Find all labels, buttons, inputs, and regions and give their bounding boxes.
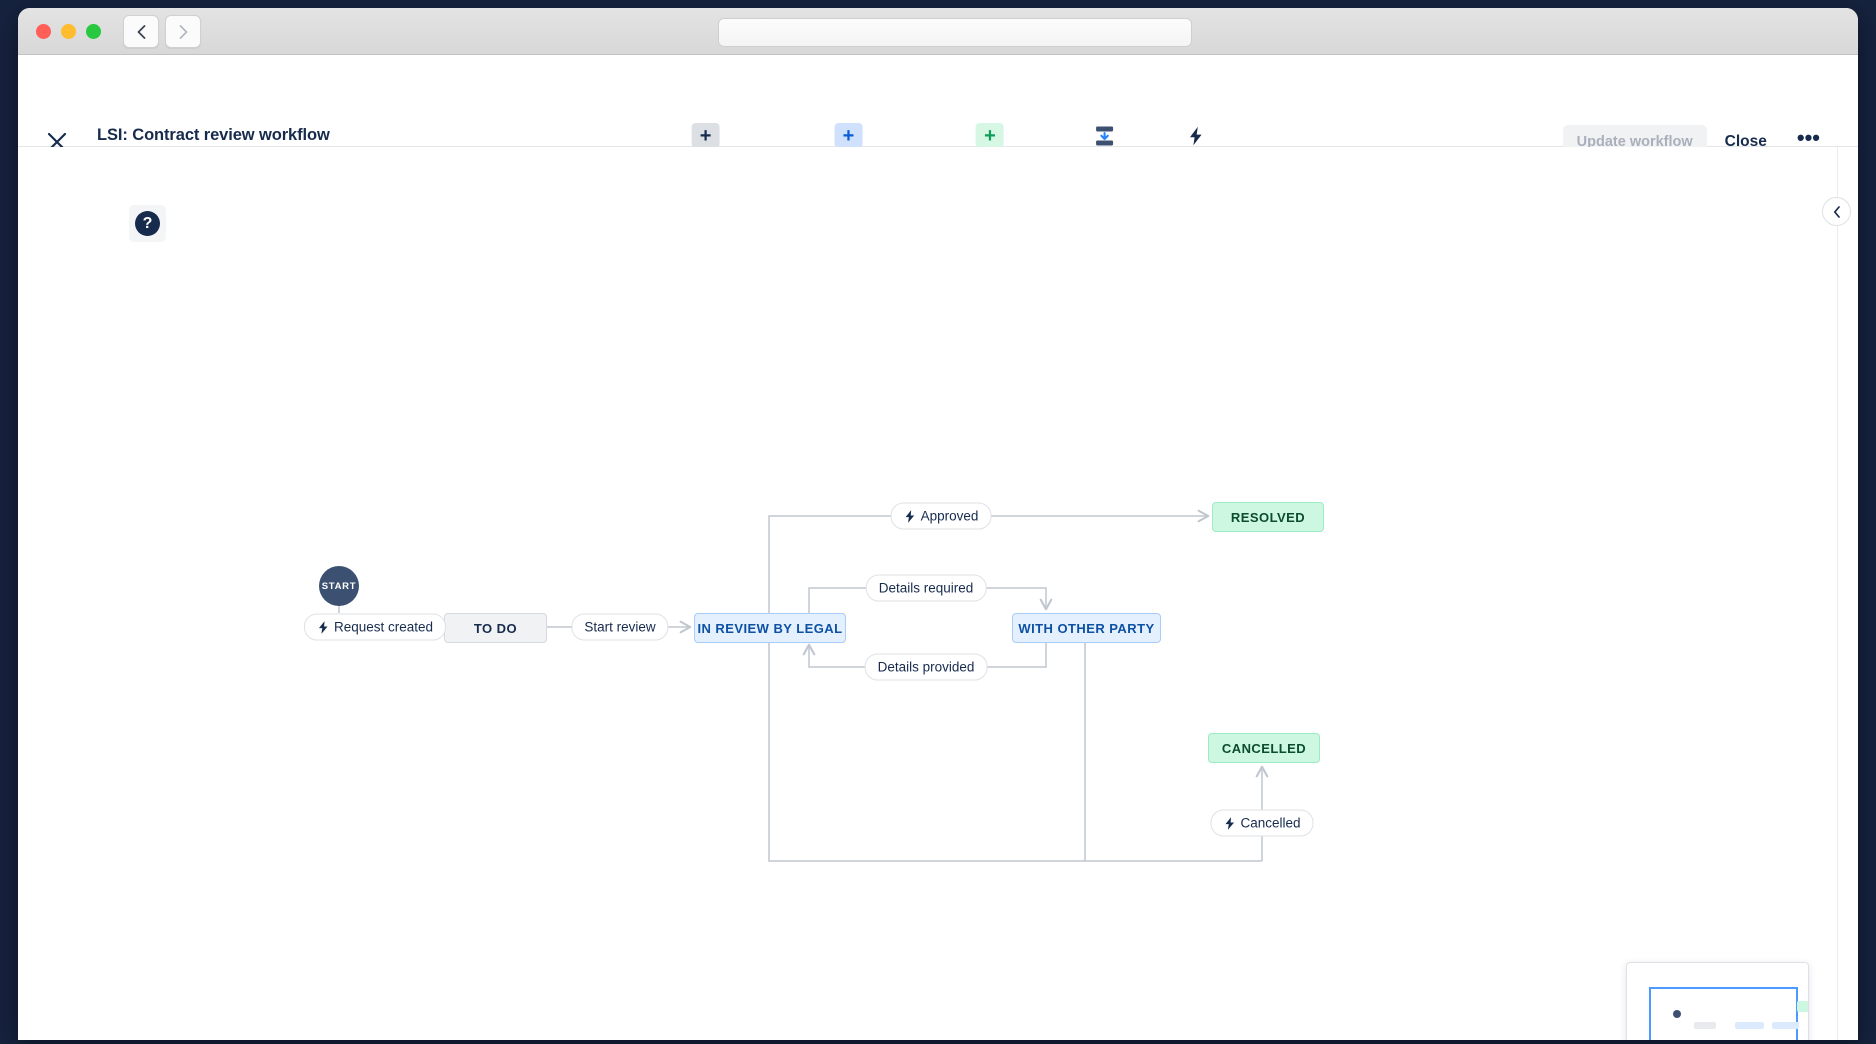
transition-label-approved[interactable]: Approved — [890, 502, 992, 530]
status-node-cancelled[interactable]: CANCELLED — [1208, 733, 1320, 763]
maximize-window-button[interactable] — [86, 24, 101, 39]
page-title: LSI: Contract review workflow — [97, 126, 330, 144]
transition-label-text: Cancelled — [1240, 815, 1301, 831]
panel-divider — [1837, 147, 1838, 1040]
transition-label-start-review[interactable]: Start review — [571, 613, 669, 641]
status-node-label: WITH OTHER PARTY — [1018, 620, 1155, 636]
start-node[interactable]: START — [319, 566, 359, 606]
status-node-with-other-party[interactable]: WITH OTHER PARTY — [1012, 613, 1161, 643]
minimap-node-progress — [1772, 1022, 1799, 1029]
transition-label-text: Details provided — [877, 659, 975, 675]
navigation-buttons — [123, 15, 201, 48]
minimap-node-start — [1673, 1010, 1681, 1018]
transition-label-details-required[interactable]: Details required — [865, 574, 987, 602]
close-window-button[interactable] — [36, 24, 51, 39]
minimap-node-progress — [1735, 1022, 1764, 1029]
transition-icon — [1091, 123, 1119, 148]
transition-label-text: Approved — [920, 508, 979, 524]
status-node-label: IN REVIEW BY LEGAL — [697, 620, 843, 636]
window-titlebar — [18, 8, 1858, 55]
minimap[interactable] — [1626, 962, 1809, 1040]
chevron-left-icon — [137, 24, 145, 39]
bolt-icon — [1225, 816, 1235, 830]
bolt-icon — [1182, 123, 1210, 148]
status-node-resolved[interactable]: RESOLVED — [1212, 502, 1324, 532]
more-options-button[interactable]: ••• — [1785, 127, 1832, 154]
transition-label-text: Details required — [878, 580, 974, 596]
status-node-todo[interactable]: TO DO — [444, 613, 547, 643]
minimap-node-todo — [1694, 1022, 1716, 1029]
status-node-in-review-by-legal[interactable]: IN REVIEW BY LEGAL — [694, 613, 846, 643]
forward-button[interactable] — [165, 15, 201, 48]
transition-label-text: Request created — [333, 619, 434, 635]
collapse-panel-button[interactable] — [1822, 197, 1851, 226]
back-button[interactable] — [123, 15, 159, 48]
transition-label-request-created[interactable]: Request created — [303, 613, 447, 641]
status-node-label: TO DO — [473, 620, 518, 636]
chevron-left-icon — [1833, 205, 1840, 218]
minimap-node-done — [1797, 1001, 1808, 1012]
address-bar[interactable] — [718, 18, 1192, 47]
plus-icon: + — [975, 123, 1004, 148]
transition-label-cancelled[interactable]: Cancelled — [1210, 809, 1314, 837]
status-node-label: RESOLVED — [1230, 509, 1306, 525]
workflow-canvas[interactable]: ? — [18, 147, 1858, 1040]
minimize-window-button[interactable] — [61, 24, 76, 39]
bolt-icon — [905, 509, 915, 523]
help-button[interactable]: ? — [129, 205, 166, 242]
start-node-label: START — [321, 580, 357, 592]
chevron-right-icon — [179, 24, 187, 39]
browser-window: LSI: Contract review workflow Used in 1 … — [18, 8, 1858, 1040]
status-node-label: CANCELLED — [1221, 740, 1307, 756]
question-mark-icon: ? — [135, 211, 160, 236]
minimap-viewport[interactable] — [1649, 987, 1808, 1040]
traffic-lights — [36, 24, 101, 39]
plus-icon: + — [691, 123, 720, 148]
plus-icon: + — [834, 123, 863, 148]
app-header: LSI: Contract review workflow Used in 1 … — [18, 55, 1858, 177]
transition-label-details-provided[interactable]: Details provided — [864, 653, 988, 681]
close-button[interactable]: Close — [1711, 124, 1781, 160]
bolt-icon — [318, 620, 328, 634]
transition-label-text: Start review — [584, 619, 656, 635]
